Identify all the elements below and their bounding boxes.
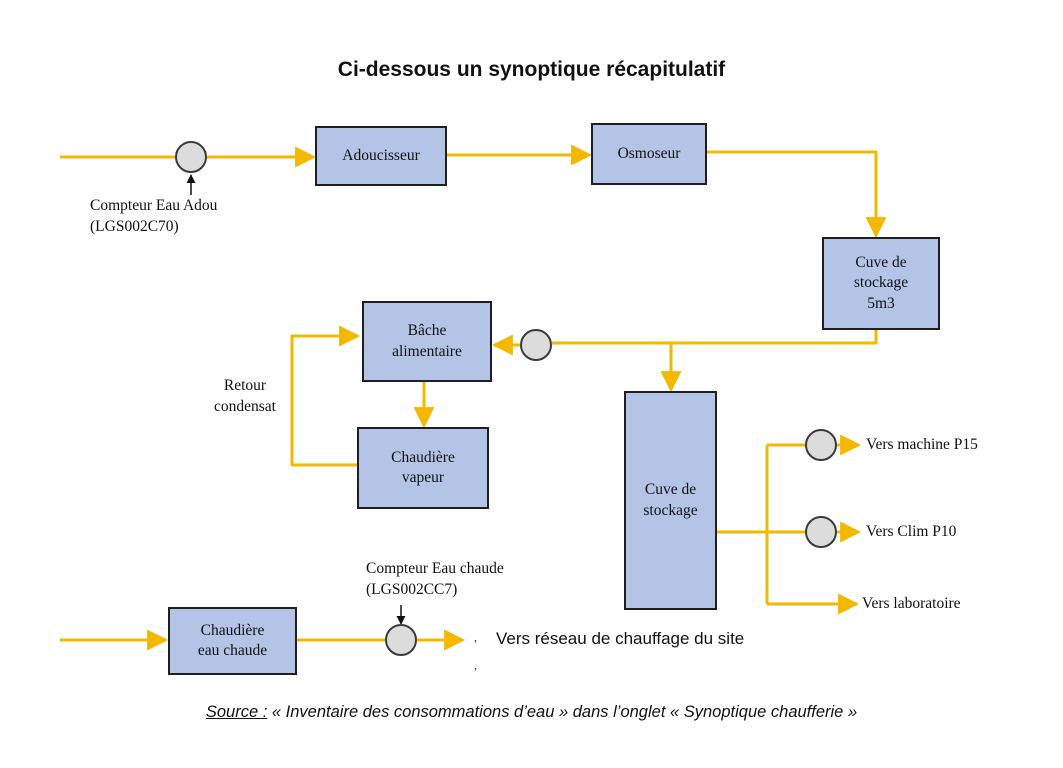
source-prefix: Source : [205, 703, 268, 721]
label-vers-machine: Vers machine P15 [866, 436, 978, 453]
meter-adou [175, 141, 207, 173]
meter-machine [805, 429, 837, 461]
label-vers-clim: Vers Clim P10 [866, 523, 957, 540]
osmoseur-box: Osmoseur [591, 123, 707, 185]
meter-clim [805, 516, 837, 548]
meter-eau-chaude [385, 624, 417, 656]
diagram-title: Ci-dessous un synoptique récapitulatif [337, 58, 726, 81]
chaudiere-vapeur-box: Chaudière vapeur [357, 427, 489, 509]
chaudiere-eau-chaude-box: Chaudière eau chaude [168, 607, 297, 675]
source-caption: Source : « Inventaire des consommations … [0, 703, 1063, 722]
stray-mark: , [474, 630, 477, 644]
label-retour-condensat: Retour condensat [214, 377, 276, 415]
label-vers-reseau: Vers réseau de chauffage du site [496, 629, 745, 648]
label-compteur-eau-adou: Compteur Eau Adou (LGS002C70) [90, 197, 218, 235]
meter-bache [520, 329, 552, 361]
label-compteur-eau-chaude: Compteur Eau chaude (LGS002CC7) [366, 560, 504, 598]
stray-mark: , [474, 658, 477, 672]
source-text: « Inventaire des consommations d’eau » d… [267, 703, 858, 721]
adoucisseur-box: Adoucisseur [315, 126, 447, 186]
pipe-retour-condensat [290, 325, 361, 467]
cuve-stockage-box: Cuve de stockage [624, 391, 717, 610]
cuve-stockage-5m3-box: Cuve de stockage 5m3 [822, 237, 940, 330]
label-vers-laboratoire: Vers laboratoire [862, 595, 961, 610]
bache-alimentaire-box: Bâche alimentaire [362, 301, 492, 382]
pipe-osmoseur-to-cuve [707, 150, 887, 239]
pipe-cuve-to-main [552, 330, 878, 345]
